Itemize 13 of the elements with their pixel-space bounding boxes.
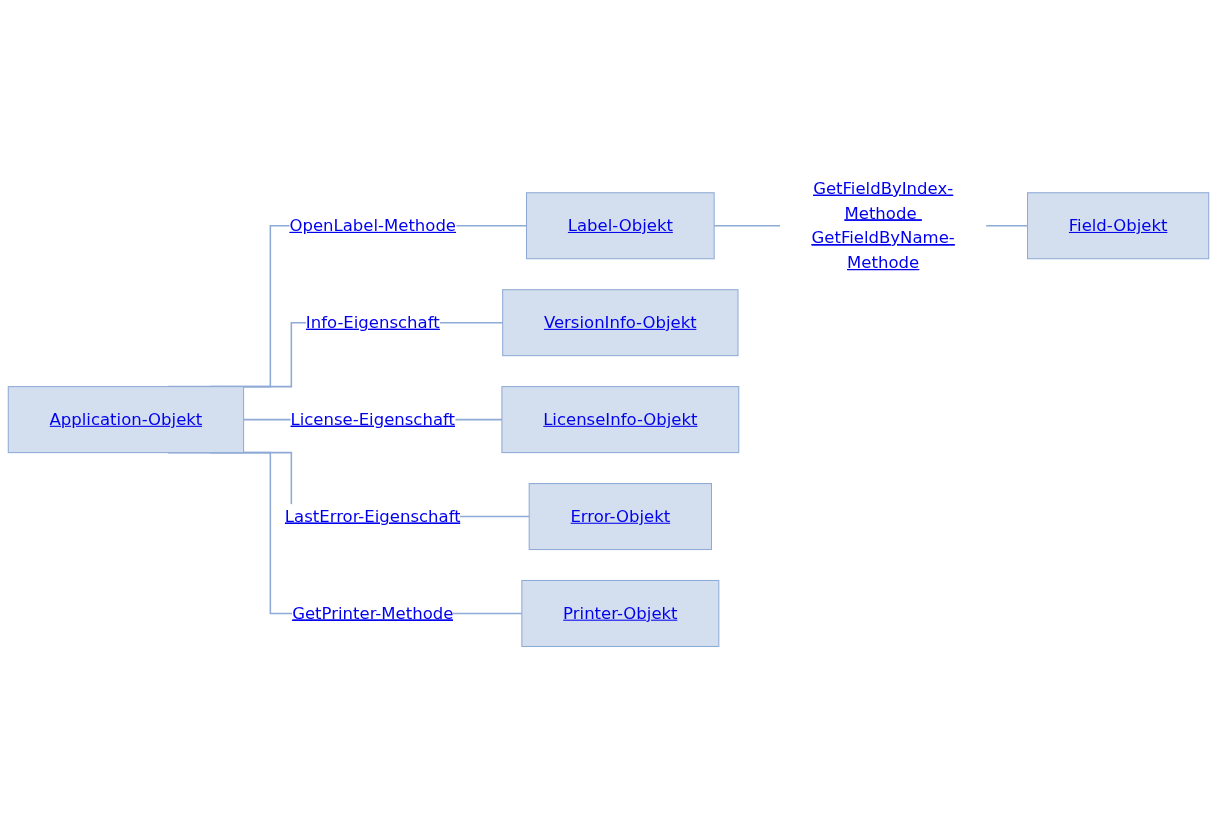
node-box: Application-Objekt: [7, 386, 245, 454]
edge-label: License-Eigenschaft: [290, 409, 455, 430]
node-box: Error-Objekt: [528, 483, 712, 551]
edge-label: Info-Eigenschaft: [305, 312, 440, 333]
edge-label: OpenLabel-Methode: [289, 215, 457, 236]
edge-label: GetFieldByIndex-Methode GetFieldByName-Methode: [811, 178, 955, 273]
node-box: Label-Objekt: [526, 192, 715, 260]
edge-label: LastError-Eigenschaft: [284, 506, 461, 526]
node-box: LicenseInfo-Objekt: [501, 386, 740, 454]
edge-label: GetPrinter-Methode: [292, 603, 454, 623]
node-box: Field-Objekt: [1027, 192, 1210, 260]
node-box: VersionInfo-Objekt: [502, 289, 739, 357]
node-box: Printer-Objekt: [521, 580, 720, 648]
